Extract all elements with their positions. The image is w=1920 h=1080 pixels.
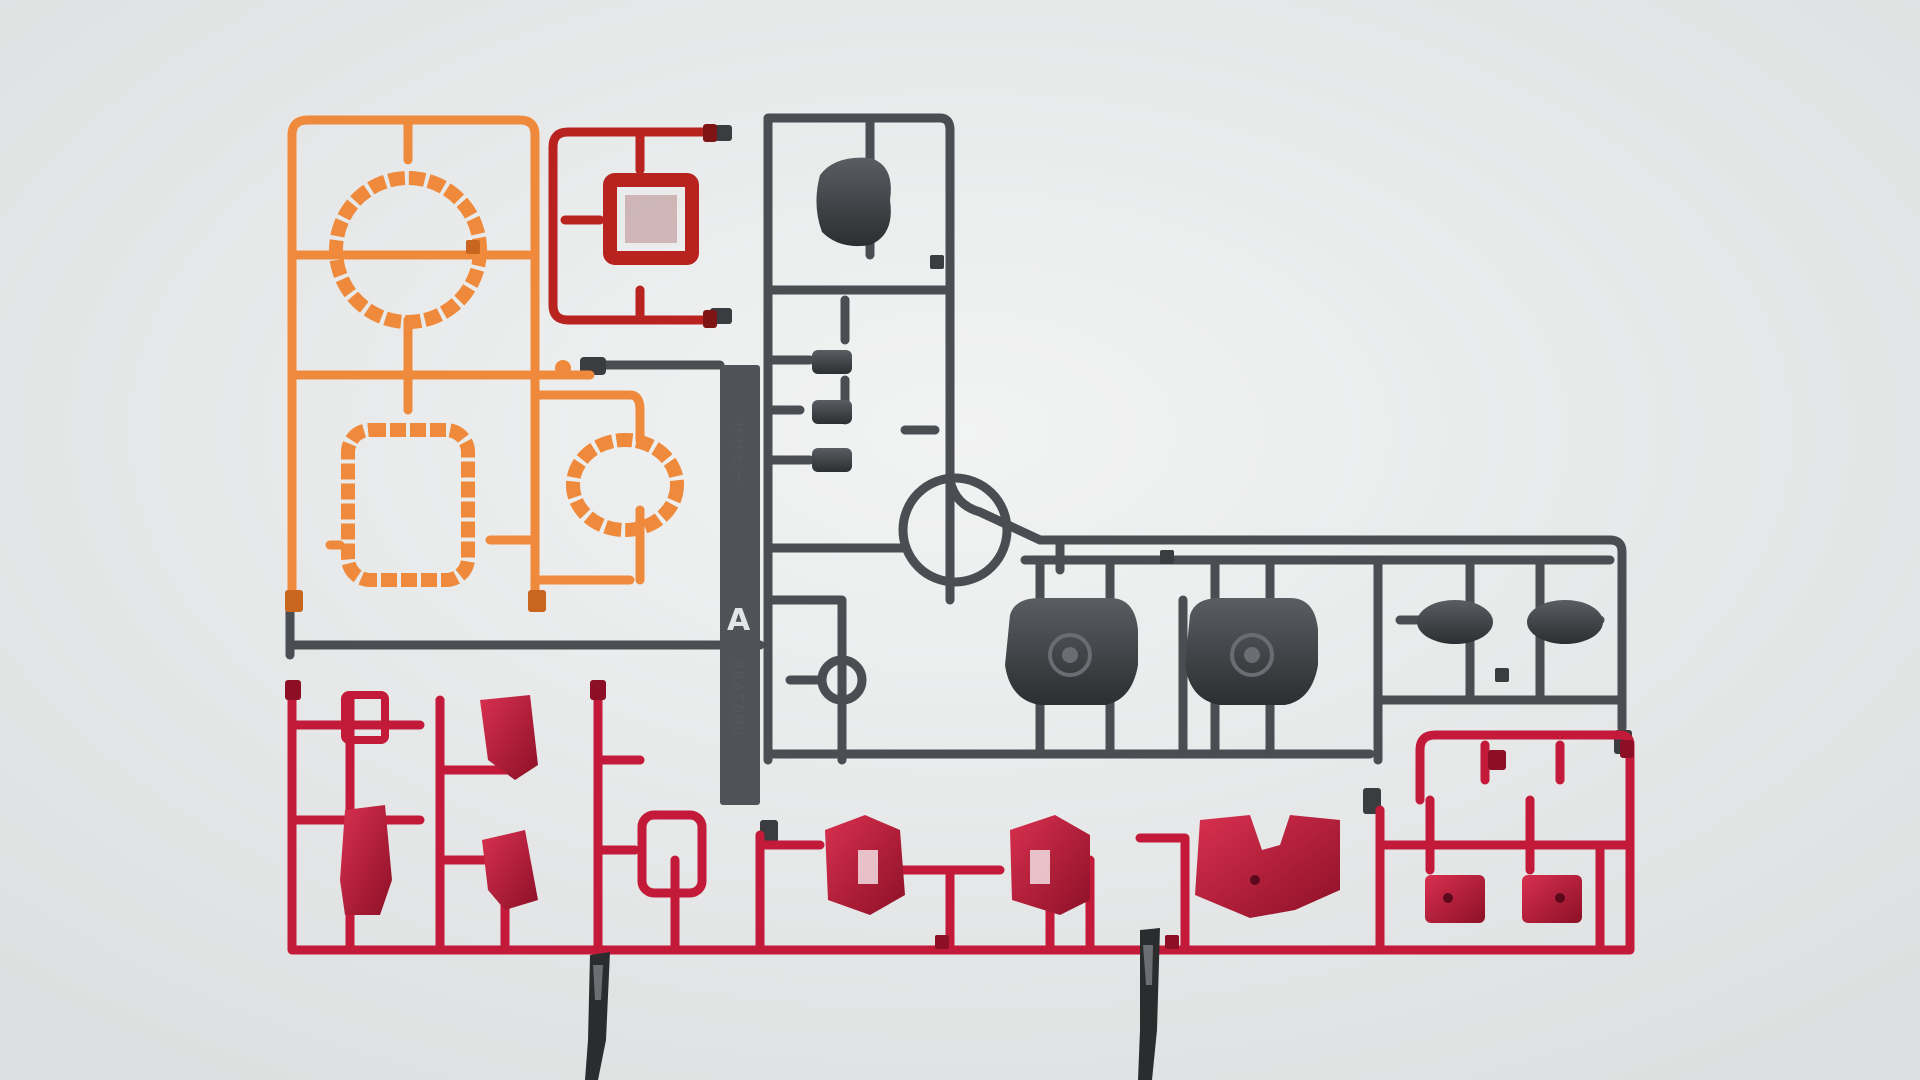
ring-gate <box>898 473 1012 587</box>
crimson-wedge-2 <box>482 830 538 910</box>
runner-label-letter: A <box>727 603 751 638</box>
gray-parts <box>812 157 1603 705</box>
clip-right <box>1138 928 1160 1080</box>
crimson-chest-part <box>1195 815 1340 918</box>
crimson-arm-part <box>340 805 392 915</box>
darkred-gates <box>703 124 717 328</box>
small-block-1 <box>812 350 852 374</box>
small-block-3 <box>812 448 852 472</box>
darkred-runner <box>548 127 715 325</box>
lens-part-right <box>1527 600 1603 644</box>
orange-frame <box>341 423 475 587</box>
darkred-parts <box>603 173 699 265</box>
orange-runner <box>287 115 645 605</box>
red-box-part <box>603 173 699 265</box>
crimson-parts <box>340 691 1582 923</box>
runner-label-bottom: OKATOMO <box>729 660 747 737</box>
crimson-bracket-part <box>341 691 389 744</box>
runner-label-plate <box>720 365 760 805</box>
orange-ring-small <box>566 433 684 537</box>
crimson-block-right <box>1522 875 1582 923</box>
runner-label-top: サザビー <box>729 420 747 488</box>
crimson-ring-frame <box>637 810 707 898</box>
small-ring-part <box>817 655 867 705</box>
orange-gates <box>285 240 571 612</box>
lens-part-left <box>1417 600 1493 644</box>
head-part <box>816 157 891 247</box>
alligator-clips <box>585 928 1160 1080</box>
crimson-block-left <box>1425 875 1485 923</box>
crimson-wedge-1 <box>480 695 538 780</box>
crimson-gates <box>285 680 1634 949</box>
small-block-2 <box>812 400 852 424</box>
clip-left <box>585 952 610 1080</box>
